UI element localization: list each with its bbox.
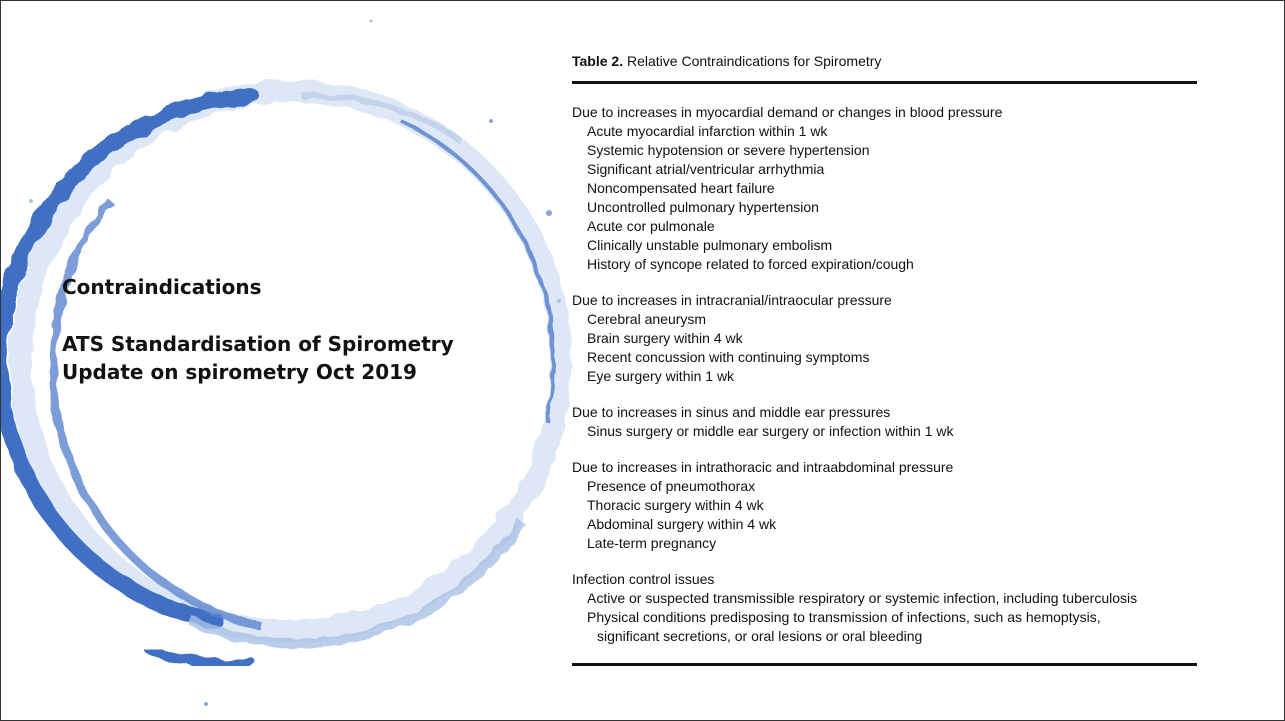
list-item: Significant atrial/ventricular arrhythmi… (587, 161, 825, 177)
group-title: Due to increases in intracranial/intraoc… (572, 292, 892, 308)
table-caption: Table 2. Relative Contraindications for … (572, 41, 1197, 81)
list-item: Systemic hypotension or severe hypertens… (587, 142, 870, 158)
table-group: Due to increases in sinus and middle ear… (572, 403, 1197, 441)
group-title: Due to increases in sinus and middle ear… (572, 404, 891, 420)
list-item: Brain surgery within 4 wk (587, 330, 743, 346)
table-caption-text: Relative Contraindications for Spirometr… (626, 53, 882, 69)
list-item: Sinus surgery or middle ear surgery or i… (587, 423, 954, 439)
brush-stroke-left (1, 88, 259, 629)
slide-subtitle-line1: ATS Standardisation of Spirometry (62, 332, 454, 356)
list-item: Cerebral aneurysm (587, 311, 707, 327)
list-item: History of syncope related to forced exp… (587, 256, 914, 272)
table-bottom-rule (572, 663, 1197, 666)
slide-subtitle-line2: Update on spirometry Oct 2019 (62, 360, 417, 384)
list-item: Active or suspected transmissible respir… (587, 590, 1138, 606)
table-group: Due to increases in intrathoracic and in… (572, 458, 1197, 553)
list-item: Abdominal surgery within 4 wk (587, 516, 777, 532)
list-item: Thoracic surgery within 4 wk (587, 497, 764, 513)
group-title: Infection control issues (572, 571, 715, 587)
list-item: Presence of pneumothorax (587, 478, 756, 494)
splatter-dot (369, 19, 373, 23)
group-title: Due to increases in intrathoracic and in… (572, 459, 954, 475)
circle-wash-outer (10, 80, 572, 642)
list-item: Eye surgery within 1 wk (587, 368, 735, 384)
brush-stroke-top (300, 92, 463, 144)
list-item: significant secretions, or oral lesions … (597, 628, 923, 644)
brush-stroke-bottom (188, 518, 526, 649)
list-item: Acute myocardial infarction within 1 wk (587, 123, 828, 139)
splatter-dot (489, 119, 493, 123)
table-top-rule (572, 81, 1197, 84)
list-item: Acute cor pulmonale (587, 218, 715, 234)
splatter-dot (546, 210, 552, 216)
slide-title-block: Contraindications ATS Standardisation of… (62, 273, 532, 386)
list-item: Recent concussion with continuing sympto… (587, 349, 870, 365)
list-item: Late-term pregnancy (587, 535, 717, 551)
brush-stroke-bottom-left (146, 646, 256, 670)
splatter-dot (557, 299, 561, 303)
group-title: Due to increases in myocardial demand or… (572, 104, 1003, 120)
splatter-dot (29, 199, 33, 203)
contraindications-table: Table 2. Relative Contraindications for … (572, 41, 1197, 666)
table-group: Infection control issues Active or suspe… (572, 570, 1197, 646)
brush-stroke-right (400, 119, 555, 422)
brush-stroke-left-inner (48, 198, 262, 630)
list-item: Uncontrolled pulmonary hypertension (587, 199, 819, 215)
splatter-dot (204, 702, 208, 706)
table-group: Due to increases in myocardial demand or… (572, 103, 1197, 274)
table-group: Due to increases in intracranial/intraoc… (572, 291, 1197, 386)
list-item: Physical conditions predisposing to tran… (587, 609, 1101, 625)
list-item: Noncompensated heart failure (587, 180, 775, 196)
slide-heading: Contraindications (62, 275, 262, 299)
watercolor-circle-decoration (1, 19, 572, 706)
list-item: Clinically unstable pulmonary embolism (587, 237, 833, 253)
table-caption-number: Table 2. (572, 53, 624, 69)
